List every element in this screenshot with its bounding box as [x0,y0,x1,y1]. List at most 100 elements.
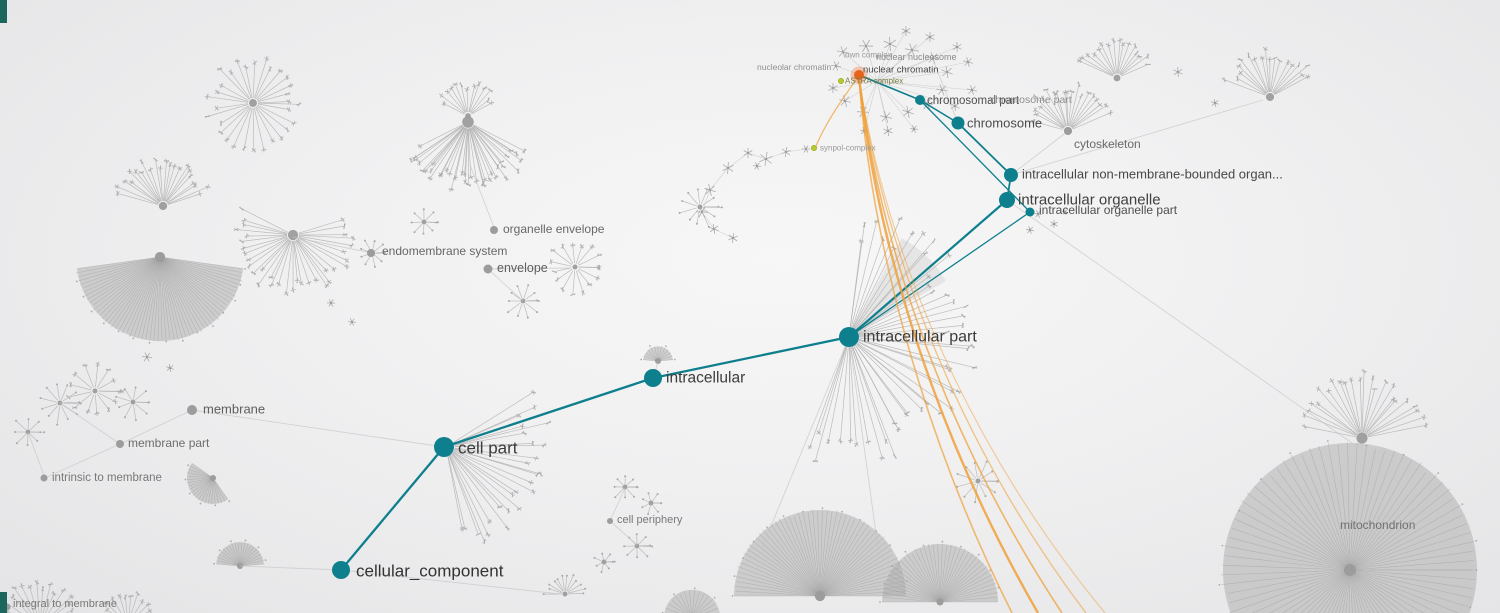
term-node-intracellular_organelle[interactable] [999,192,1015,208]
gray-term-node[interactable] [490,226,498,234]
gray-term-node[interactable] [367,249,375,257]
term-label-cellular_component[interactable]: cellular_component [356,562,504,581]
term-label-non_membrane_org[interactable]: intracellular non-membrane-bounded organ… [1022,167,1283,182]
mini-star-center [886,129,890,133]
term-node-chromosomal_part[interactable] [915,95,925,105]
green-term-label[interactable]: ASTRA complex [845,77,903,86]
spoke-tip-star [1263,46,1268,51]
selected-node[interactable] [854,70,864,80]
gray-term-label[interactable]: membrane part [128,436,210,450]
gray-term-label[interactable]: endomembrane system [382,244,507,258]
cluster-center-node[interactable] [634,543,640,549]
cluster-spoke [470,90,491,114]
cluster-center-node[interactable] [158,201,168,211]
cluster-disc-line [1349,569,1390,613]
cluster-center-node[interactable] [249,99,257,107]
cluster-center-node[interactable] [462,116,474,128]
term-node-chromosome[interactable] [951,116,965,130]
cluster-center-node[interactable] [1265,92,1275,102]
cluster-center-node[interactable] [572,264,578,270]
gray-term-node[interactable] [483,264,493,274]
green-term-node[interactable] [810,144,818,152]
cluster-center-node[interactable] [655,358,661,364]
spoke-tip-star [130,179,134,185]
cluster-center-node[interactable] [562,591,568,597]
cluster-center-node[interactable] [1356,432,1368,444]
spoke-tip-star [1033,94,1038,99]
cluster-disc-line [234,542,241,567]
cluster-disc-line [740,562,821,597]
term-node-intracellular[interactable] [644,369,662,387]
gray-term-node[interactable] [116,440,124,448]
cluster-disc-line [1349,569,1469,608]
cluster-center-node[interactable] [130,399,136,405]
cluster-spoke [1274,74,1303,95]
spoke-tip-star [442,101,446,107]
cluster-center-node[interactable] [936,598,944,606]
term-label-intracellular_organelle_part[interactable]: intracellular organelle part [1039,203,1178,217]
term-label-cell_part[interactable]: cell part [458,439,518,458]
cluster-spoke [1117,44,1124,74]
cluster-center-node[interactable] [975,478,981,484]
cluster-spoke [471,126,504,167]
cluster-center-node[interactable] [601,559,607,565]
cluster-spoke [453,450,532,483]
gray-term-node[interactable] [607,518,613,524]
term-label-intracellular[interactable]: intracellular [666,370,745,387]
term-node-cell_part[interactable] [434,437,454,457]
term-label-intracellular_part[interactable]: intracellular part [863,329,977,346]
cluster-spoke [448,455,479,535]
term-label-chromosomal_part[interactable]: chromosomal part [927,95,1020,107]
gray-term-label[interactable]: organelle envelope [503,222,605,236]
spoke-tip-star [173,163,176,169]
cluster-center-node[interactable] [1344,564,1356,576]
cluster-spoke [523,285,529,299]
gray-term-node[interactable] [1064,127,1072,135]
cluster-spoke [1273,64,1300,94]
gray-term-label[interactable]: envelope [497,261,548,275]
term-node-intracellular_organelle_part[interactable] [1025,207,1035,217]
spoke-tip-star [445,167,448,173]
spoke-tip-star [488,88,493,93]
term-node-intracellular_part[interactable] [839,327,859,347]
gray-term-label[interactable]: intrinsic to membrane [52,472,162,484]
cluster-rim-dot [264,559,267,561]
term-label-chromosome[interactable]: chromosome [967,116,1042,131]
term-label-nuclear_chromatin[interactable]: nuclear chromatin [863,65,939,76]
cluster-center-node[interactable] [154,251,166,263]
cluster-spoke [252,62,256,98]
term-label-intracellular_organelle[interactable]: intracellular organelle [1018,192,1161,209]
spoke-tip-star [72,406,78,409]
cluster-spoke [243,236,288,249]
gray-term-label[interactable]: integral to membrane [13,598,117,610]
chromatin-hub-line [876,80,943,91]
cluster-center-node[interactable] [814,590,826,602]
cluster-center-node[interactable] [648,500,654,506]
cluster-center-node[interactable] [697,204,703,210]
graph-edge [1006,199,1353,444]
gray-term-label[interactable]: cytoskeleton [1074,137,1141,151]
cluster-center-node[interactable] [421,219,427,225]
cluster-rim-dot [1326,440,1329,442]
gray-term-node[interactable] [187,405,197,415]
gray-term-node[interactable] [40,474,48,482]
cluster-center-node[interactable] [92,388,98,394]
term-node-cellular_component[interactable] [332,561,350,579]
green-term-label[interactable]: synpol-complex [820,144,876,153]
spoke-tip-dot [646,555,649,558]
gray-term-label[interactable]: membrane [203,402,265,417]
spoke-tip-dot [27,418,30,421]
cluster-rim-dot [257,546,260,549]
cluster-center-node[interactable] [622,484,628,490]
cluster-center-node[interactable] [287,229,299,241]
cluster-center-node[interactable] [1113,74,1121,82]
term-node-non_membrane_org[interactable] [1004,168,1018,182]
gray-term-label[interactable]: cell periphery [617,514,683,526]
cluster-spoke [827,347,848,442]
green-term-node[interactable] [837,77,845,85]
cluster-center-node[interactable] [465,113,471,119]
cluster-center-node[interactable] [210,475,216,481]
cluster-rim-dot [244,539,247,542]
